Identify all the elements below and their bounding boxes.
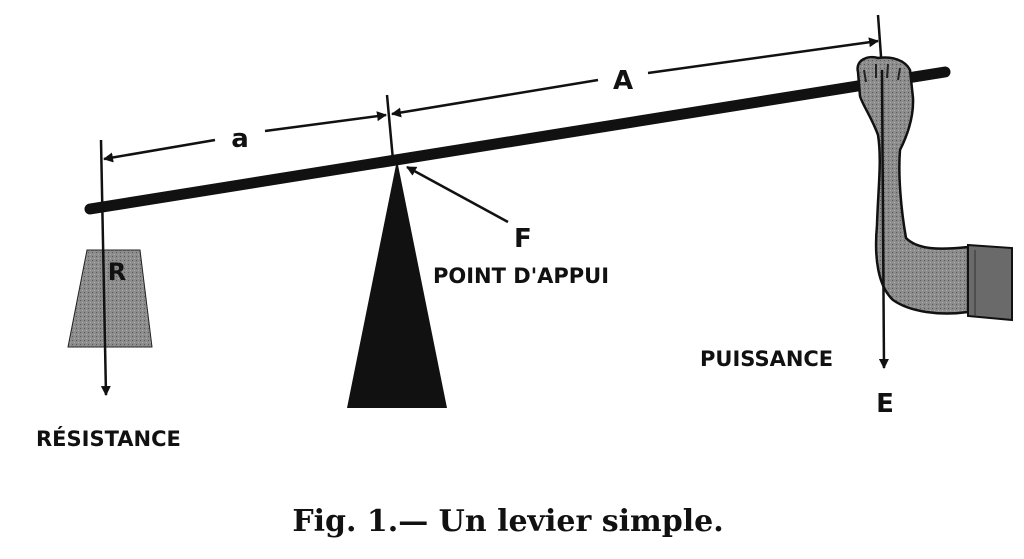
- effort-force-arrow: [878, 69, 889, 369]
- fulcrum-leader-line: [406, 165, 509, 224]
- hand-arm-illustration: [856, 55, 1013, 322]
- label-A: A: [613, 66, 633, 96]
- fulcrum-triangle: [347, 160, 447, 408]
- label-resistance: RÉSISTANCE: [36, 426, 181, 451]
- label-R: R: [108, 258, 126, 286]
- fulcrum-reference-line: [385, 94, 395, 161]
- resistance-reference-line: [99, 139, 111, 396]
- dimension-a-right-arrow: [264, 111, 387, 133]
- label-F: F: [514, 224, 532, 254]
- dimension-A-right-arrow: [647, 37, 879, 75]
- label-E: E: [876, 389, 894, 419]
- dimension-a-left-arrow: [103, 138, 216, 163]
- figure-caption: Fig. 1.— Un levier simple.: [292, 504, 723, 539]
- sleeve-cuff: [967, 243, 1013, 322]
- dimension-A-left-arrow: [391, 78, 599, 118]
- resistance-weight: [67, 249, 153, 348]
- lever-beam: [84, 66, 951, 215]
- label-puissance: PUISSANCE: [700, 347, 833, 371]
- label-point-appui: POINT D'APPUI: [433, 264, 609, 288]
- label-a: a: [231, 124, 249, 154]
